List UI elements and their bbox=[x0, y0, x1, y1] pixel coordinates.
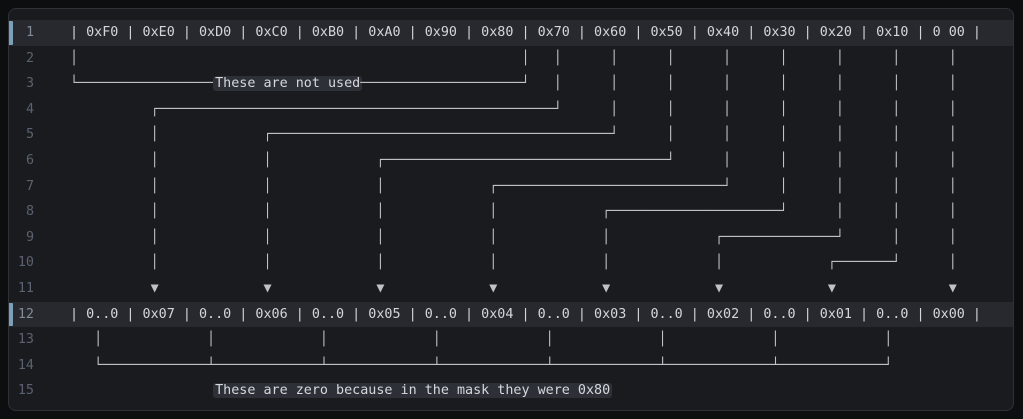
line-number: 3 bbox=[25, 76, 34, 92]
code-line[interactable]: 5 │ ┌───────────────────────────────────… bbox=[9, 122, 1013, 148]
code-line[interactable]: 10 │ │ │ │ │ │ ┌───────┘ │ bbox=[9, 250, 1013, 276]
code-text: | 0..0 | 0x07 | 0..0 | 0x06 | 0..0 | 0x0… bbox=[70, 307, 981, 322]
code-segment: │ │ ┌───────────────────────────────────… bbox=[70, 152, 957, 168]
line-number: 4 bbox=[25, 101, 34, 117]
note-chip: These are zero because in the mask they … bbox=[213, 383, 613, 399]
code-segment: └───────────────── bbox=[70, 76, 216, 92]
code-segment bbox=[70, 383, 215, 398]
code-editor-panel: 1 | 0xF0 | 0xE0 | 0xD0 | 0xC0 | 0xB0 | 0x… bbox=[8, 8, 1014, 411]
code-segment: └─────────────┴─────────────┴───────────… bbox=[70, 357, 893, 373]
code-line[interactable]: 8 │ │ │ │ ┌─────────────────────┘ │ │ │ bbox=[9, 199, 1013, 225]
code-line[interactable]: 7 │ │ │ ┌────────────────────────────┘ │… bbox=[9, 174, 1013, 200]
code-text: │ ┌─────────────────────────────────────… bbox=[70, 127, 957, 142]
code-text: ┌───────────────────────────────────────… bbox=[70, 102, 957, 117]
code-line[interactable]: 9 │ │ │ │ │ ┌──────────────┘ │ │ bbox=[9, 225, 1013, 251]
line-number: 12 bbox=[17, 306, 34, 322]
active-line-indicator bbox=[9, 21, 13, 45]
code-text: │ │ ┌───────────────────────────────────… bbox=[70, 153, 957, 168]
code-segment: │ │ │ │ │ │ ┌───────┘ │ bbox=[70, 255, 957, 271]
code-line[interactable]: 11 ▼ ▼ ▼ ▼ ▼ ▼ ▼ ▼ bbox=[9, 276, 1013, 302]
code-text: │ │ │ │ │ │ │ │ bbox=[70, 332, 892, 347]
code-area: 1 | 0xF0 | 0xE0 | 0xD0 | 0xC0 | 0xB0 | 0x… bbox=[9, 20, 1013, 404]
code-line[interactable]: 6 │ │ ┌─────────────────────────────────… bbox=[9, 148, 1013, 174]
line-number: 14 bbox=[17, 357, 34, 373]
code-segment: │ │ │ │ │ │ │ │ bbox=[70, 332, 893, 348]
code-text: └─────────────┴─────────────┴───────────… bbox=[70, 358, 892, 373]
code-text: | 0xF0 | 0xE0 | 0xD0 | 0xC0 | 0xB0 | 0xA… bbox=[70, 25, 981, 40]
code-segment: │ ┌─────────────────────────────────────… bbox=[70, 127, 957, 143]
code-segment: │ │ │ │ │ ┌──────────────┘ │ │ bbox=[70, 229, 957, 245]
line-number: 1 bbox=[25, 25, 34, 40]
code-segment: | 0..0 | 0x07 | 0..0 | 0x06 | 0..0 | 0x0… bbox=[70, 306, 981, 322]
active-line-indicator bbox=[9, 302, 13, 327]
code-text: └─────────────────These are not used────… bbox=[70, 76, 957, 92]
code-line[interactable]: 15 These are zero because in the mask th… bbox=[9, 378, 1013, 404]
line-number: 6 bbox=[25, 152, 34, 168]
code-segment: ┌───────────────────────────────────────… bbox=[70, 101, 957, 117]
line-number: 10 bbox=[17, 255, 34, 271]
code-line[interactable]: 3 └─────────────────These are not used───… bbox=[9, 71, 1013, 97]
code-text: │ │ │ ┌────────────────────────────┘ │ │… bbox=[70, 179, 957, 194]
line-number: 5 bbox=[25, 127, 34, 143]
note-chip: These are not used bbox=[213, 76, 363, 92]
code-text: ▼ ▼ ▼ ▼ ▼ ▼ ▼ ▼ bbox=[70, 281, 957, 296]
code-segment: ▼ ▼ ▼ ▼ ▼ ▼ ▼ ▼ bbox=[70, 280, 957, 296]
code-line[interactable]: 4 ┌─────────────────────────────────────… bbox=[9, 97, 1013, 123]
code-line[interactable]: 2 │ │ │ │ │ │ │ │ │ │ bbox=[9, 46, 1013, 72]
line-number: 9 bbox=[25, 229, 34, 245]
code-text: │ │ │ │ │ │ ┌───────┘ │ bbox=[70, 255, 957, 270]
code-segment: | 0xF0 | 0xE0 | 0xD0 | 0xC0 | 0xB0 | 0xA… bbox=[70, 25, 981, 40]
line-number: 13 bbox=[17, 332, 34, 348]
line-number: 15 bbox=[17, 383, 34, 399]
code-line[interactable]: 13 │ │ │ │ │ │ │ │ bbox=[9, 327, 1013, 353]
line-number: 11 bbox=[17, 280, 34, 296]
code-text: │ │ │ │ ┌─────────────────────┘ │ │ │ bbox=[70, 204, 957, 219]
code-segment: │ │ │ │ ┌─────────────────────┘ │ │ │ bbox=[70, 204, 957, 220]
code-line[interactable]: 14 └─────────────┴─────────────┴────────… bbox=[9, 353, 1013, 379]
code-segment: ────────────────────┘ │ │ │ │ │ │ │ │ bbox=[360, 76, 957, 92]
line-number: 2 bbox=[25, 50, 34, 66]
code-segment: │ │ │ ┌────────────────────────────┘ │ │… bbox=[70, 178, 957, 194]
code-text: These are zero because in the mask they … bbox=[70, 383, 613, 399]
code-line[interactable]: 12 | 0..0 | 0x07 | 0..0 | 0x06 | 0..0 | 0… bbox=[9, 301, 1013, 328]
code-line[interactable]: 1 | 0xF0 | 0xE0 | 0xD0 | 0xC0 | 0xB0 | 0x… bbox=[9, 20, 1013, 46]
code-text: │ │ │ │ │ │ │ │ │ │ bbox=[70, 51, 957, 66]
line-number: 7 bbox=[25, 178, 34, 194]
code-text: │ │ │ │ │ ┌──────────────┘ │ │ bbox=[70, 230, 957, 245]
code-segment: │ │ │ │ │ │ │ │ │ │ bbox=[70, 50, 957, 66]
line-number: 8 bbox=[25, 204, 34, 220]
